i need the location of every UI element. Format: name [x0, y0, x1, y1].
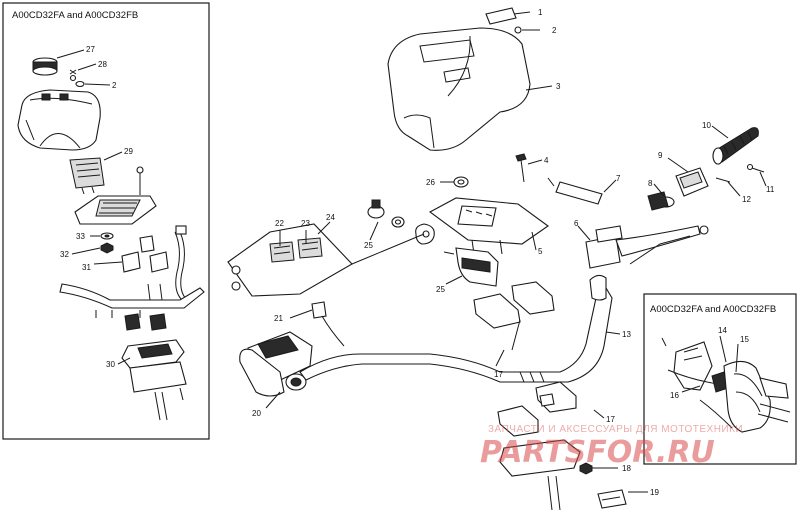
main-callouts: 1 2 3 4 5 6 7 8 9 10 11 12 13 17 17 18 1…	[252, 8, 775, 497]
dash-panel-drawing	[227, 223, 425, 297]
main-assembly: 1 2 3 4 5 6 7 8 9 10 11 12 13 17 17 18 1…	[227, 7, 775, 511]
throttle-drawing	[547, 177, 709, 269]
housing-9-drawing	[647, 167, 709, 211]
callout-29: 29	[124, 147, 133, 156]
handlebar-13-drawing	[299, 274, 613, 383]
callout-17: 17	[494, 370, 503, 379]
callout-4: 4	[544, 156, 549, 165]
callout-10: 10	[702, 121, 711, 130]
callout-25-lower: 25	[436, 285, 445, 294]
headlight-housing-drawing	[17, 89, 101, 151]
watermark-tagline: ЗАПЧАСТИ И АКСЕССУАРЫ ДЛЯ МОТОТЕХНИКИ	[488, 424, 743, 435]
cap-27-drawing	[32, 57, 58, 76]
left-callouts: 27 28 2 29 33 32 31 30	[56, 45, 133, 369]
left-inset-box: A00CD32FA and A00CD32FB	[2, 2, 210, 440]
callout-8: 8	[648, 179, 653, 188]
callout-2: 2	[552, 26, 557, 35]
callout-32: 32	[60, 250, 69, 259]
switch-25-drawing	[443, 247, 499, 287]
callout-6: 6	[574, 219, 579, 228]
callout-2-left: 2	[112, 81, 117, 90]
throttle-inset-drawing	[661, 337, 791, 433]
headlight-20-drawing	[239, 331, 313, 397]
callout-3: 3	[556, 82, 561, 91]
callout-27: 27	[86, 45, 95, 54]
bracket-5-drawing	[415, 197, 549, 255]
callout-11: 11	[766, 185, 775, 194]
callout-24: 24	[326, 213, 335, 222]
callout-21: 21	[274, 314, 283, 323]
callout-30: 30	[106, 360, 115, 369]
watermark: ЗАПЧАСТИ И АКСЕССУАРЫ ДЛЯ МОТОТЕХНИКИ PA…	[480, 424, 743, 470]
callout-7: 7	[616, 174, 621, 183]
main-leader-lines	[265, 11, 767, 493]
knob-drawing	[367, 199, 405, 228]
callout-14: 14	[718, 326, 727, 335]
callout-13: 13	[622, 330, 631, 339]
grip-10-drawing	[712, 127, 759, 165]
callout-16: 16	[670, 391, 679, 400]
upper-bracket-drawing	[74, 195, 157, 225]
callout-18: 18	[622, 464, 631, 473]
callout-19: 19	[650, 488, 659, 497]
callout-25-upper: 25	[364, 241, 373, 250]
callout-12: 12	[742, 195, 751, 204]
right-inset-title: A00CD32FA and A00CD32FB	[650, 304, 776, 315]
callout-20: 20	[252, 409, 261, 418]
callout-1: 1	[538, 8, 543, 17]
callout-5: 5	[538, 247, 543, 256]
right-inset-box: A00CD32FA and A00CD32FB 14 15 16	[643, 293, 797, 465]
base-18-drawing	[499, 439, 593, 511]
callout-22: 22	[275, 219, 284, 228]
callout-28: 28	[98, 60, 107, 69]
cover-3-drawing	[387, 27, 531, 151]
clamp-31-drawing	[121, 235, 169, 273]
watermark-brand: PARTSFOR.RU	[480, 435, 715, 470]
left-inset-title: A00CD32FA and A00CD32FB	[12, 10, 138, 21]
callout-23: 23	[301, 219, 310, 228]
riser-30-drawing	[121, 339, 187, 421]
callout-9: 9	[658, 151, 663, 160]
callout-31: 31	[82, 263, 91, 272]
callout-17-lower: 17	[606, 415, 615, 424]
callout-26: 26	[426, 178, 435, 187]
pad-1-drawing	[485, 7, 517, 25]
callout-15: 15	[740, 335, 749, 344]
callout-33: 33	[76, 232, 85, 241]
switch-29-drawing	[69, 157, 105, 195]
